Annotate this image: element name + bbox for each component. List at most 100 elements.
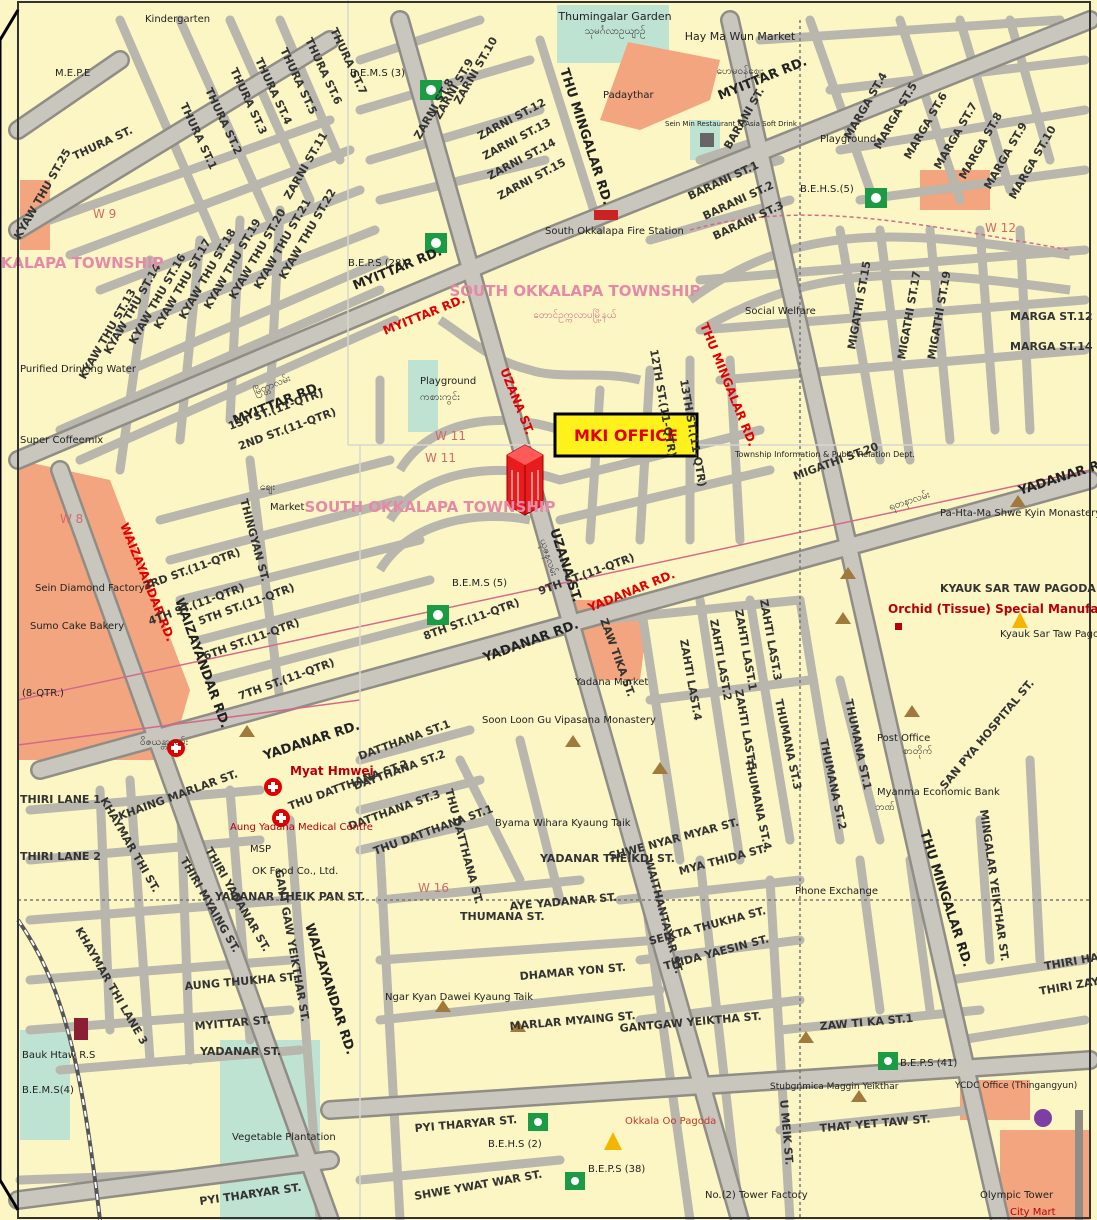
landmark-label: Hay Ma Wun Market xyxy=(685,30,796,43)
ward-boundaries xyxy=(17,20,1091,1220)
landmark-label: South Okkalapa Fire Station xyxy=(545,226,684,237)
landmark-label: Township Information & Public Relation D… xyxy=(734,450,915,459)
monastery-icon xyxy=(652,762,668,774)
hospital-icon xyxy=(264,778,282,796)
landmark-label: Phone Exchange xyxy=(795,886,878,897)
monastery-icons xyxy=(239,495,1026,1102)
myanmar-label: ကစားကွင်း xyxy=(420,390,460,405)
landmark-label: Playground xyxy=(820,134,876,145)
monastery-icon xyxy=(835,612,851,624)
street-label: YADANAR THEIK PAN ST. xyxy=(214,890,365,903)
pagoda-icon xyxy=(604,1132,622,1150)
monastery-icon xyxy=(435,1000,451,1012)
school-icon xyxy=(528,1113,548,1131)
landmark-label: B.E.H.S (2) xyxy=(488,1139,542,1150)
landmark-label: Kyauk Sar Taw Pagoda xyxy=(1000,629,1097,640)
monastery-icon xyxy=(1010,495,1026,507)
landmark-label: MSP xyxy=(250,844,271,855)
ward-label: W 12 xyxy=(985,221,1016,235)
landmark-label: B.E.P.S (41) xyxy=(900,1058,957,1069)
myanmar-label: ဝိဇယန္တာလမ်း xyxy=(140,735,189,750)
township-label: OKKALAPA TOWNSHIP xyxy=(0,254,164,272)
hospital-icon xyxy=(167,739,185,757)
school-icon xyxy=(865,188,887,208)
landmark-label: Bauk Htaw R.S xyxy=(22,1050,95,1061)
landmark-label: OK Food Co., Ltd. xyxy=(252,866,338,877)
landmark-label: Soon Loon Gu Vipasana Monastery xyxy=(482,715,656,726)
bauk-htaw-station-icon xyxy=(74,1018,88,1040)
ward-label: W 8 xyxy=(60,512,83,526)
street-label: YADANAR ST. xyxy=(199,1045,281,1058)
myanmar-label: စာတိုက် xyxy=(903,744,932,759)
mki-office-marker[interactable] xyxy=(506,444,544,516)
pagoda-icon xyxy=(1012,612,1028,628)
school-icon xyxy=(425,233,447,253)
myanmar-label: ဘဏ် xyxy=(875,800,895,813)
landmark-label: Padaythar xyxy=(603,90,654,101)
landmark-label: Yadana Market xyxy=(574,677,648,688)
landmark-label: (8-QTR.) xyxy=(22,688,64,699)
landmark-label: Myanma Economic Bank xyxy=(877,787,1000,798)
monastery-icon xyxy=(904,705,920,717)
myittar-road xyxy=(10,232,548,468)
landmark-label: Market xyxy=(270,502,304,513)
landmark-label: B.E.M.S (3) xyxy=(350,68,405,79)
factory-icon xyxy=(895,623,902,630)
landmark-label: Vegetable Plantation xyxy=(232,1132,336,1143)
township-label: SOUTH OKKALAPA TOWNSHIP xyxy=(450,282,701,300)
landmark-label: M.E.P.E xyxy=(55,68,90,79)
landmark-label: Purified Drinking Water xyxy=(20,364,137,375)
landmark-label: B.E.M.S (5) xyxy=(452,578,507,589)
restaurant-icon xyxy=(700,133,714,147)
landmark-label: YCDC Office (Thingangyun) xyxy=(954,1081,1077,1091)
landmark-label: Thumingalar Garden xyxy=(557,10,671,23)
landmark-label: Sumo Cake Bakery xyxy=(30,621,124,632)
landmark-label: Post Office xyxy=(877,733,930,744)
street-label: YADANAR THEIKDI ST. xyxy=(539,852,675,865)
thura-road xyxy=(10,32,338,238)
monastery-icon xyxy=(239,725,255,737)
waizayandar-road xyxy=(52,462,338,1220)
landmark-label: Myat Hmwei xyxy=(290,764,374,778)
landmark-label: Ngar Kyan Dawei Kyaung Taik xyxy=(385,992,533,1003)
yadanar-road xyxy=(32,472,1097,778)
myanmar-label: ဈေး xyxy=(260,482,275,495)
monastery-icon xyxy=(510,1020,526,1032)
kan-oo-road xyxy=(10,52,128,138)
street-label: KYAUK SAR TAW PAGODA ST. xyxy=(940,582,1097,595)
hospital-icons xyxy=(167,739,290,827)
landmark-label: Pa-Hta-Ma Shwe Kyin Monastery xyxy=(940,508,1097,519)
thu-mingalar-road xyxy=(722,12,1008,1220)
landmark-label: Social Welfare xyxy=(745,306,816,317)
major-roads xyxy=(10,12,1097,1220)
pyi-tharyar-road-west xyxy=(10,1152,338,1208)
landmark-label: Kindergarten xyxy=(145,14,210,25)
school-icon xyxy=(878,1052,898,1070)
monastery-icon xyxy=(798,1031,814,1043)
railway xyxy=(16,918,102,1220)
street-label: MARGA ST.12 xyxy=(1010,310,1093,323)
landmark-labels: Thumingalar Garden Hay Ma Wun Market Kin… xyxy=(20,10,1097,1218)
fire-station-icon xyxy=(594,210,618,220)
monastery-icon xyxy=(565,735,581,747)
street-label: THIRI LANE 1 xyxy=(20,793,101,806)
landmark-label: B.E.P.S (38) xyxy=(588,1164,645,1175)
landmark-label: Olympic Tower xyxy=(980,1190,1054,1201)
street-label: THUMANA ST. xyxy=(460,910,545,923)
landmark-label: B.E.M.S(4) xyxy=(22,1085,74,1096)
landmark-label: Byama Wihara Kyaung Taik xyxy=(495,818,631,829)
mki-office-label[interactable]: MKI OFFICE xyxy=(553,412,699,458)
ward-label: W 9 xyxy=(93,207,116,221)
street-label: THIRI LANE 2 xyxy=(20,850,101,863)
landmark-label: Aung Yadana Medical Centre xyxy=(230,822,373,833)
monastery-icon xyxy=(851,1090,867,1102)
ward-label: W 11 xyxy=(435,429,466,443)
myanmar-label: တောင်ဥက္ကလာပမြို့နယ် xyxy=(533,307,616,323)
map-panel-lines xyxy=(347,0,1090,1220)
ward-label: W 16 xyxy=(418,881,449,895)
playground-area xyxy=(408,360,438,432)
landmark-label: Stubgnmica Maggin Yeikthar xyxy=(770,1082,899,1092)
